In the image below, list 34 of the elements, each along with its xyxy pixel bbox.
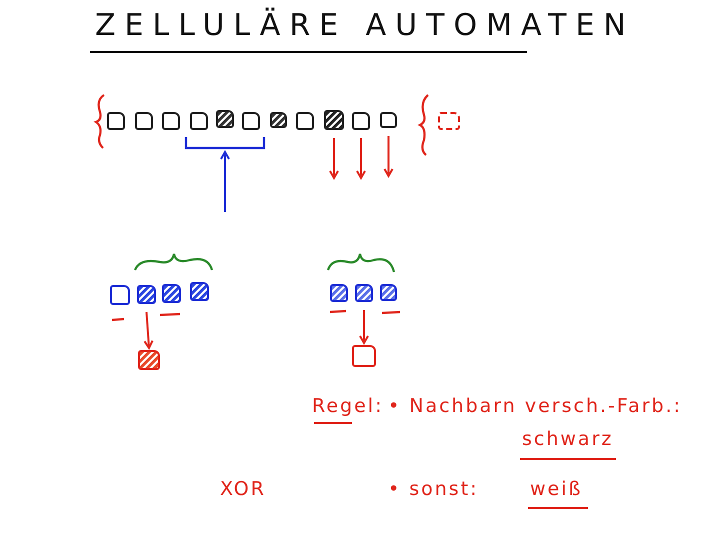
cell-square xyxy=(352,345,376,367)
cell-square xyxy=(162,112,180,130)
cell-square xyxy=(107,112,125,130)
filled-cell-square xyxy=(324,110,344,130)
arrow xyxy=(356,138,366,179)
filled-cell-square xyxy=(138,350,160,370)
arrow xyxy=(329,138,339,179)
title: ZELLULÄRE AUTOMATEN xyxy=(95,8,635,43)
cell-square xyxy=(242,112,260,130)
dashed-cell-square xyxy=(438,112,460,130)
cell-square xyxy=(190,112,208,130)
rule-heading: Regel: xyxy=(312,395,384,417)
filled-cell-square xyxy=(216,110,234,128)
arrow xyxy=(220,151,230,212)
rule-text: weiß xyxy=(530,478,582,500)
filled-cell-square xyxy=(162,284,181,303)
cell-square xyxy=(110,285,130,305)
cell-square xyxy=(296,112,314,130)
arrow xyxy=(359,310,369,344)
filled-cell-square xyxy=(190,282,209,301)
arrow xyxy=(384,136,394,177)
rule-text: schwarz xyxy=(522,428,614,450)
filled-cell-square xyxy=(137,285,156,304)
filled-cell-square xyxy=(380,284,397,301)
filled-cell-square xyxy=(330,284,348,302)
cell-square xyxy=(352,112,370,130)
filled-cell-square xyxy=(270,112,287,128)
rule-text: • Nachbarn versch.-Farb.: xyxy=(388,395,682,417)
cell-square xyxy=(380,112,397,128)
arrow xyxy=(144,312,154,349)
rule-text: • sonst: xyxy=(388,478,479,500)
cell-square xyxy=(135,112,153,130)
filled-cell-square xyxy=(355,284,373,302)
operator-label: XOR xyxy=(220,478,266,500)
